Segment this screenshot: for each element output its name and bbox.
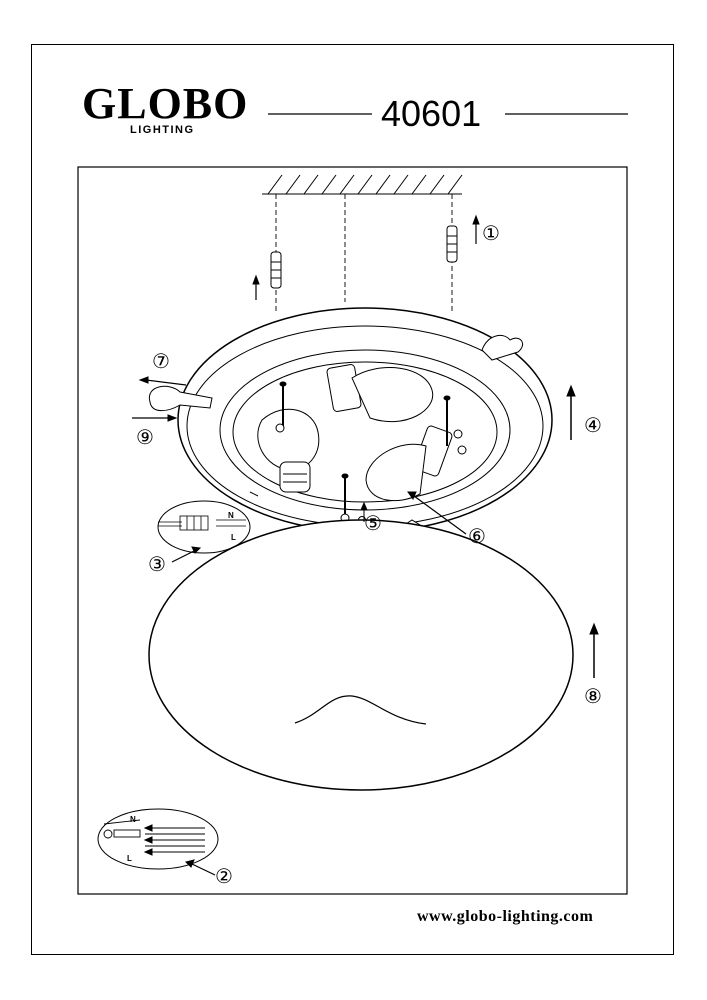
callout-3: ③ <box>148 554 166 576</box>
mounting-guide-lines <box>275 194 453 312</box>
ceiling-hatch <box>262 174 463 195</box>
lamp-holder-top <box>326 364 434 423</box>
terminal-block-icon <box>158 515 246 531</box>
arrow-up-8 <box>589 622 599 678</box>
screw-left <box>275 381 287 433</box>
arrow-callout-2 <box>185 859 216 876</box>
callout-9: ⑨ <box>136 427 154 449</box>
screw-center <box>340 473 366 524</box>
wall-plug-left <box>270 251 282 289</box>
logo-wordmark: GLOBO <box>82 79 249 128</box>
base-plate-inner-ring-2 <box>232 361 498 503</box>
lamp-holder-left <box>257 408 320 493</box>
logo-subtitle: LIGHTING <box>130 124 195 136</box>
globo-logo: GLOBO LIGHTING <box>82 82 272 142</box>
diffuser-clip-left <box>148 385 213 412</box>
arrow-callout-3 <box>171 546 202 563</box>
page-border <box>31 44 674 955</box>
website-url: www.globo-lighting.com <box>417 908 594 925</box>
detail-pointer <box>249 491 259 497</box>
diffuser-reflection <box>294 695 427 725</box>
model-number: 40601 <box>381 93 482 134</box>
callout-1: ① <box>482 223 500 245</box>
callout-6: ⑥ <box>468 526 486 548</box>
arrow-clip-9 <box>132 414 178 422</box>
terminal-label-l: L <box>231 533 236 542</box>
wall-plug-right <box>446 225 458 263</box>
diffuser-clip-right <box>481 334 523 361</box>
screw-right <box>443 395 467 455</box>
arrow-callout-6 <box>407 491 467 535</box>
callout-8: ⑧ <box>584 686 602 708</box>
callout-5: ⑤ <box>364 513 382 535</box>
callout-4: ④ <box>584 415 602 437</box>
wiring-arrows <box>143 824 168 856</box>
wiring-connector-icon <box>103 819 205 853</box>
arrow-up-plug-left <box>252 274 260 300</box>
wiring-label-n: N <box>130 815 136 824</box>
callout-7: ⑦ <box>152 351 170 373</box>
arrow-callout-5 <box>360 501 368 522</box>
wiring-detail-oval <box>97 808 219 870</box>
lamp-holder-right <box>365 425 453 502</box>
arrow-up-4 <box>566 384 576 440</box>
arrow-up-plug-right <box>472 214 480 244</box>
arrow-clip-7 <box>138 376 187 386</box>
glass-diffuser <box>148 519 574 791</box>
wiring-label-l: L <box>127 854 132 863</box>
callout-2: ② <box>215 866 233 888</box>
diagram-frame <box>77 166 628 895</box>
terminal-label-n: N <box>228 511 234 520</box>
